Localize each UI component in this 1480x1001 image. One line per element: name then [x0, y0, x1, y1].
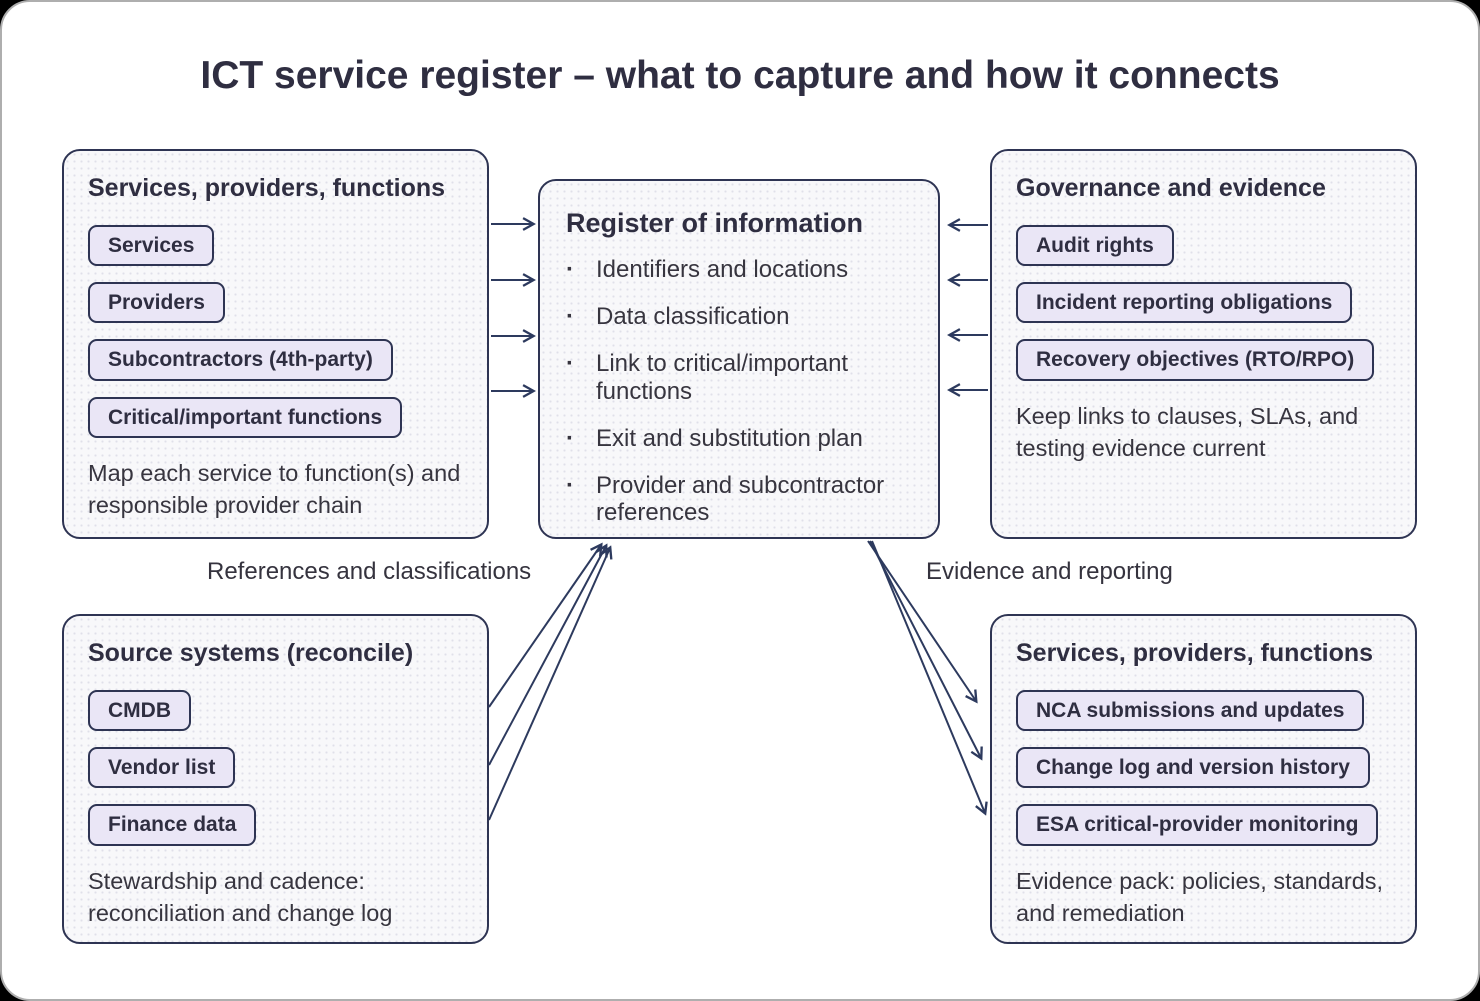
box-heading: Services, providers, functions: [88, 174, 446, 202]
pill-finance-data: Finance data: [88, 804, 257, 846]
bullet-dot: ·: [566, 303, 574, 331]
list-item: · Identifiers and locations: [566, 256, 912, 284]
pill-services: Services: [88, 225, 215, 267]
page-title: ICT service register – what to capture a…: [200, 54, 1280, 97]
pill-providers: Providers: [88, 282, 225, 324]
box-source-systems: Source systems (reconcile) CMDB Vendor l…: [62, 614, 489, 944]
box-note: Map each service to function(s) and resp…: [88, 459, 461, 518]
pill-cmdb: CMDB: [88, 690, 191, 732]
box-heading: Register of information: [566, 208, 864, 238]
pill-change-log-version-history: Change log and version history: [1016, 747, 1370, 789]
bullet-text: Provider and subcontractor references: [596, 471, 885, 527]
list-item: · Data classification: [566, 303, 912, 331]
bullet-dot: ·: [566, 350, 574, 378]
bullet-text: Exit and substitution plan: [596, 424, 863, 452]
bullet-dot: ·: [566, 424, 574, 452]
box-heading: Services, providers, functions: [1016, 639, 1374, 667]
box-note: Keep links to clauses, SLAs, and testing…: [1016, 402, 1359, 461]
bullet-dot: ·: [566, 256, 574, 284]
pill-incident-reporting-obligations: Incident reporting obligations: [1016, 282, 1353, 324]
box-register-of-information: Register of information · Identifiers and…: [538, 179, 940, 539]
bullet-text: Data classification: [596, 303, 790, 331]
bullet-text: Identifiers and locations: [596, 256, 849, 284]
pill-subcontractors: Subcontractors (4th-party): [88, 339, 393, 381]
pill-esa-critical-provider-monitoring: ESA critical-provider monitoring: [1016, 804, 1379, 846]
box-reporting-outputs: Services, providers, functions NCA submi…: [990, 614, 1417, 944]
pill-nca-submissions: NCA submissions and updates: [1016, 690, 1365, 732]
edge-label-references-classifications: References and classifications: [207, 558, 532, 585]
register-bullet-list: · Identifiers and locations · Data classif…: [566, 256, 912, 527]
pill-vendor-list: Vendor list: [88, 747, 236, 789]
box-governance-and-evidence: Governance and evidence Audit rights Inc…: [990, 149, 1417, 539]
box-heading: Source systems (reconcile): [88, 639, 414, 667]
bullet-dot: ·: [566, 471, 574, 499]
edge-label-evidence-reporting: Evidence and reporting: [926, 558, 1173, 585]
list-item: · Provider and subcontractor references: [566, 472, 912, 528]
pill-recovery-objectives: Recovery objectives (RTO/RPO): [1016, 339, 1375, 381]
box-services-providers-functions: Services, providers, functions Services …: [62, 149, 489, 539]
box-note: Evidence pack: policies, standards, and …: [1016, 867, 1384, 926]
bullet-text: Link to critical/important functions: [596, 350, 849, 405]
box-note: Stewardship and cadence: reconciliation …: [88, 867, 393, 926]
box-heading: Governance and evidence: [1016, 174, 1326, 202]
pill-audit-rights: Audit rights: [1016, 225, 1174, 267]
pill-critical-important-functions: Critical/important functions: [88, 396, 403, 438]
list-item: · Exit and substitution plan: [566, 425, 912, 453]
list-item: · Link to critical/important functions: [566, 350, 912, 406]
